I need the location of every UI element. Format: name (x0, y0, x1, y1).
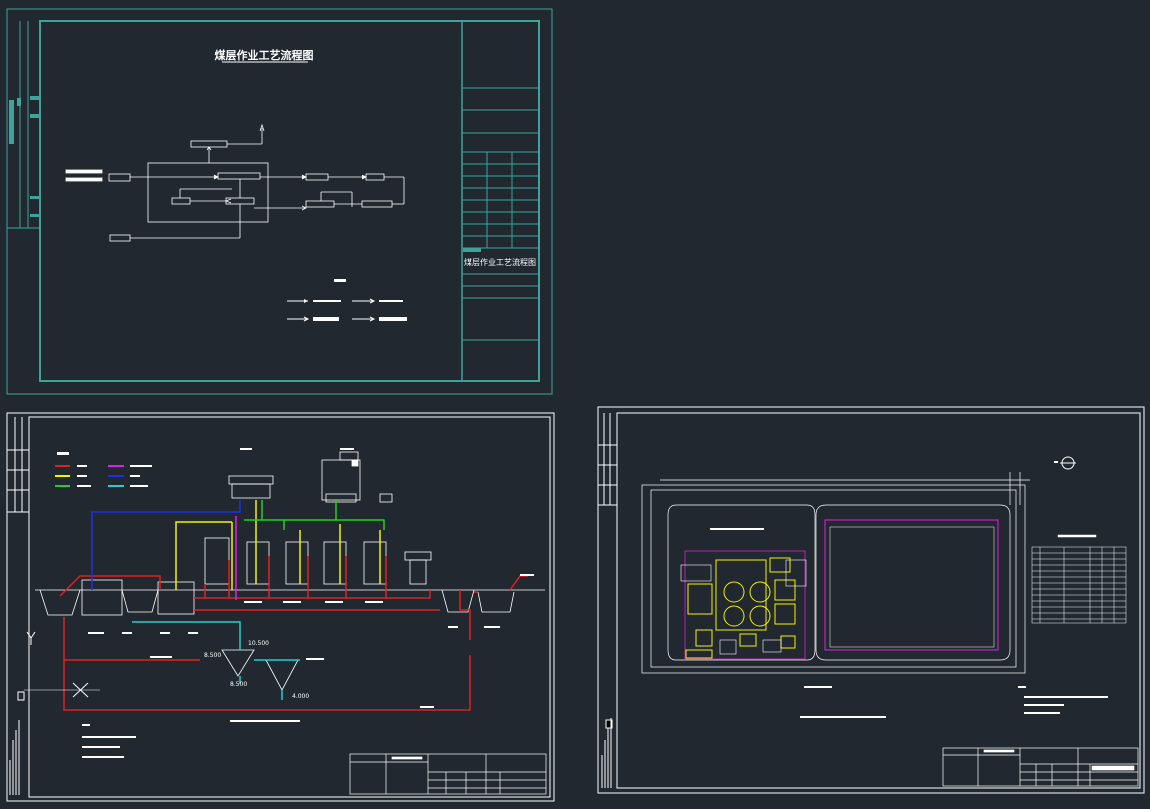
title-block-title: 煤层作业工艺流程图 (464, 257, 536, 267)
sheet-site-plan[interactable] (597, 406, 1145, 794)
facility-units (685, 557, 796, 659)
elevation-label-1: 8.500 (204, 652, 221, 659)
elevation-label-2: 10.500 (248, 640, 269, 647)
pipe-legend (55, 452, 152, 487)
buildings (228, 451, 432, 585)
binding-strip (7, 417, 29, 795)
process-flow-diagram (65, 123, 405, 242)
pipes (59, 500, 528, 711)
binding-strip (7, 21, 40, 229)
title-block: 煤层作业工艺流程图 (461, 21, 539, 381)
elevation-label-3: 8.500 (230, 681, 247, 688)
binding-strip (598, 413, 617, 788)
equipment-table (1031, 534, 1127, 624)
title-block (942, 747, 1139, 787)
sheet-title: 煤层作业工艺流程图 (215, 48, 314, 62)
white-facility-outlines (680, 559, 807, 655)
sheet-treatment-process[interactable]: 8.500 10.500 8.500 4.000 (6, 412, 555, 802)
site-boundary (641, 472, 1030, 674)
sheet-process-flow[interactable]: 煤层作业工艺流程图 煤层作业工艺流程图 (6, 8, 553, 395)
title-block (349, 753, 547, 795)
annotations (24, 448, 534, 758)
process-tanks (39, 537, 515, 691)
north-arrow-icon (1054, 456, 1076, 470)
legend (287, 279, 407, 322)
storage-yard (824, 519, 999, 651)
notes (710, 528, 1108, 718)
elevation-label-4: 4.000 (292, 693, 309, 700)
